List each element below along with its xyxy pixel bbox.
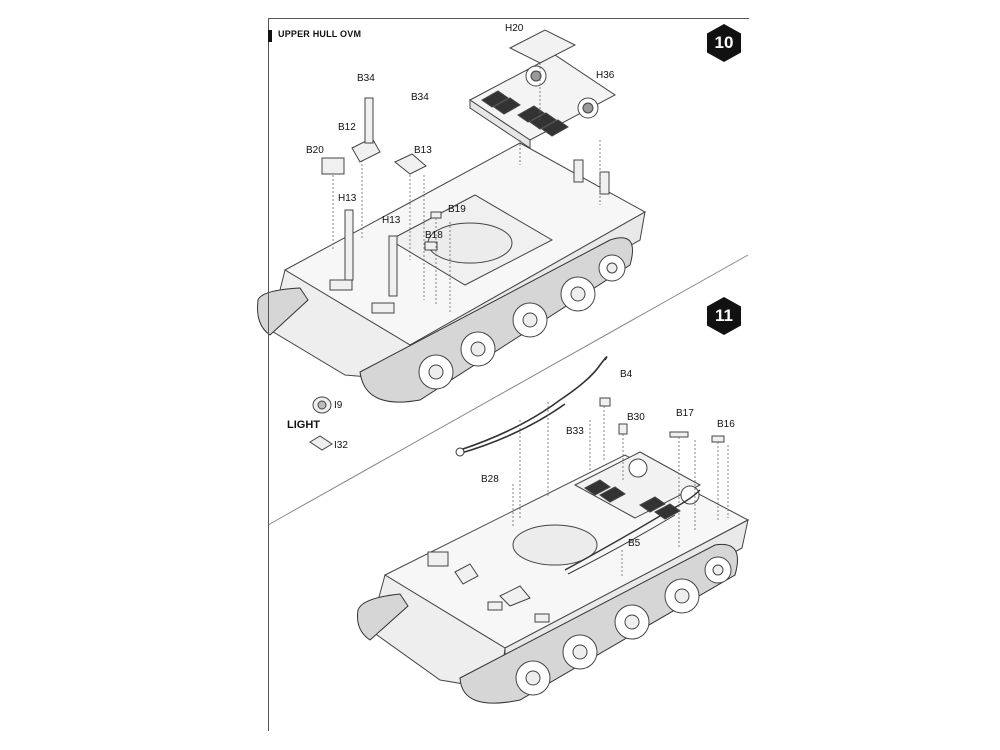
step11-leader-lines bbox=[512, 402, 729, 578]
step-11-number: 11 bbox=[715, 306, 733, 325]
exhausts bbox=[573, 159, 610, 195]
step11-road-wheels bbox=[515, 556, 732, 696]
label-h20: H20 bbox=[505, 23, 524, 34]
step10-road-wheels bbox=[418, 254, 626, 390]
hexagon-icon bbox=[707, 297, 741, 335]
label-b12: B12 bbox=[338, 122, 356, 133]
page-title: UPPER HULL OVM bbox=[278, 29, 362, 39]
label-b18: B18 bbox=[425, 230, 443, 241]
engine-deck-h36 bbox=[469, 54, 616, 149]
label-b16: B16 bbox=[717, 419, 735, 430]
label-b30: B30 bbox=[627, 412, 645, 423]
label-h13-a: H13 bbox=[338, 193, 357, 204]
label-h13-b: H13 bbox=[382, 215, 401, 226]
label-b34-a: B34 bbox=[357, 73, 375, 84]
label-i9: I9 bbox=[334, 400, 343, 411]
step-10-number: 10 bbox=[714, 33, 734, 52]
tow-cable-b4 bbox=[455, 356, 701, 575]
label-b19: B19 bbox=[448, 204, 466, 215]
label-b17: B17 bbox=[676, 408, 694, 419]
page-frame bbox=[268, 18, 749, 731]
label-b28: B28 bbox=[481, 474, 499, 485]
label-h36: H36 bbox=[596, 70, 615, 81]
step10-parts bbox=[321, 97, 442, 314]
step11-parts bbox=[427, 397, 725, 623]
label-b20: B20 bbox=[306, 145, 324, 156]
label-b34-b: B34 bbox=[411, 92, 429, 103]
label-i32: I32 bbox=[334, 440, 348, 451]
label-b5: B5 bbox=[628, 538, 641, 549]
light-title: LIGHT bbox=[287, 419, 320, 431]
light-detail bbox=[309, 396, 333, 451]
step10-leader-lines bbox=[332, 63, 601, 312]
cover-h20 bbox=[508, 29, 577, 64]
label-b33: B33 bbox=[566, 426, 584, 437]
title-marker bbox=[268, 30, 272, 42]
label-b13: B13 bbox=[414, 145, 432, 156]
step-11-badge: 11 bbox=[704, 296, 744, 336]
label-b4: B4 bbox=[620, 369, 633, 380]
hexagon-icon bbox=[707, 24, 741, 62]
step-10-badge: 10 bbox=[704, 23, 744, 63]
step-divider bbox=[267, 254, 749, 526]
